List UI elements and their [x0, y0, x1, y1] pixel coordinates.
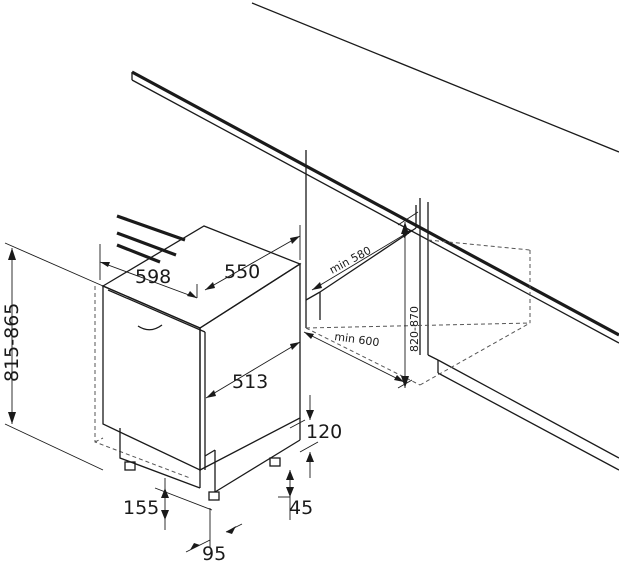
dimension-niche-depth: min 580 — [311, 229, 413, 291]
dimension-foot-offset: 155 — [123, 478, 213, 530]
foot-setback-label: 95 — [202, 543, 226, 562]
inner-depth-label: 513 — [232, 371, 268, 393]
depth-label: 550 — [224, 261, 260, 283]
niche-width-label: min 600 — [334, 330, 381, 349]
worktop — [131, 2, 619, 344]
height-label: 815-865 — [1, 303, 23, 382]
dimension-depth: 550 — [204, 225, 301, 291]
width-label: 598 — [135, 266, 171, 288]
plinth-height-label: 120 — [306, 421, 342, 443]
dimension-foot-setback: 95 — [185, 508, 243, 562]
plinth-gap-label: 45 — [289, 497, 313, 519]
cabinet-niche — [305, 150, 619, 471]
niche-height-label: 820-870 — [408, 306, 421, 352]
dimension-inner-depth: 513 — [205, 341, 301, 399]
back-rails — [116, 214, 186, 264]
dimension-height: 815-865 — [1, 242, 104, 471]
dishwasher — [94, 225, 302, 501]
foot-offset-label: 155 — [123, 497, 159, 519]
dimension-width: 598 — [99, 244, 198, 299]
dimension-plinth-gap: 45 — [278, 470, 313, 520]
dimension-plinth-height: 120 — [289, 395, 342, 478]
dimension-niche-height: 820-870 — [397, 211, 421, 389]
dimension-niche-width: min 600 — [303, 330, 405, 383]
